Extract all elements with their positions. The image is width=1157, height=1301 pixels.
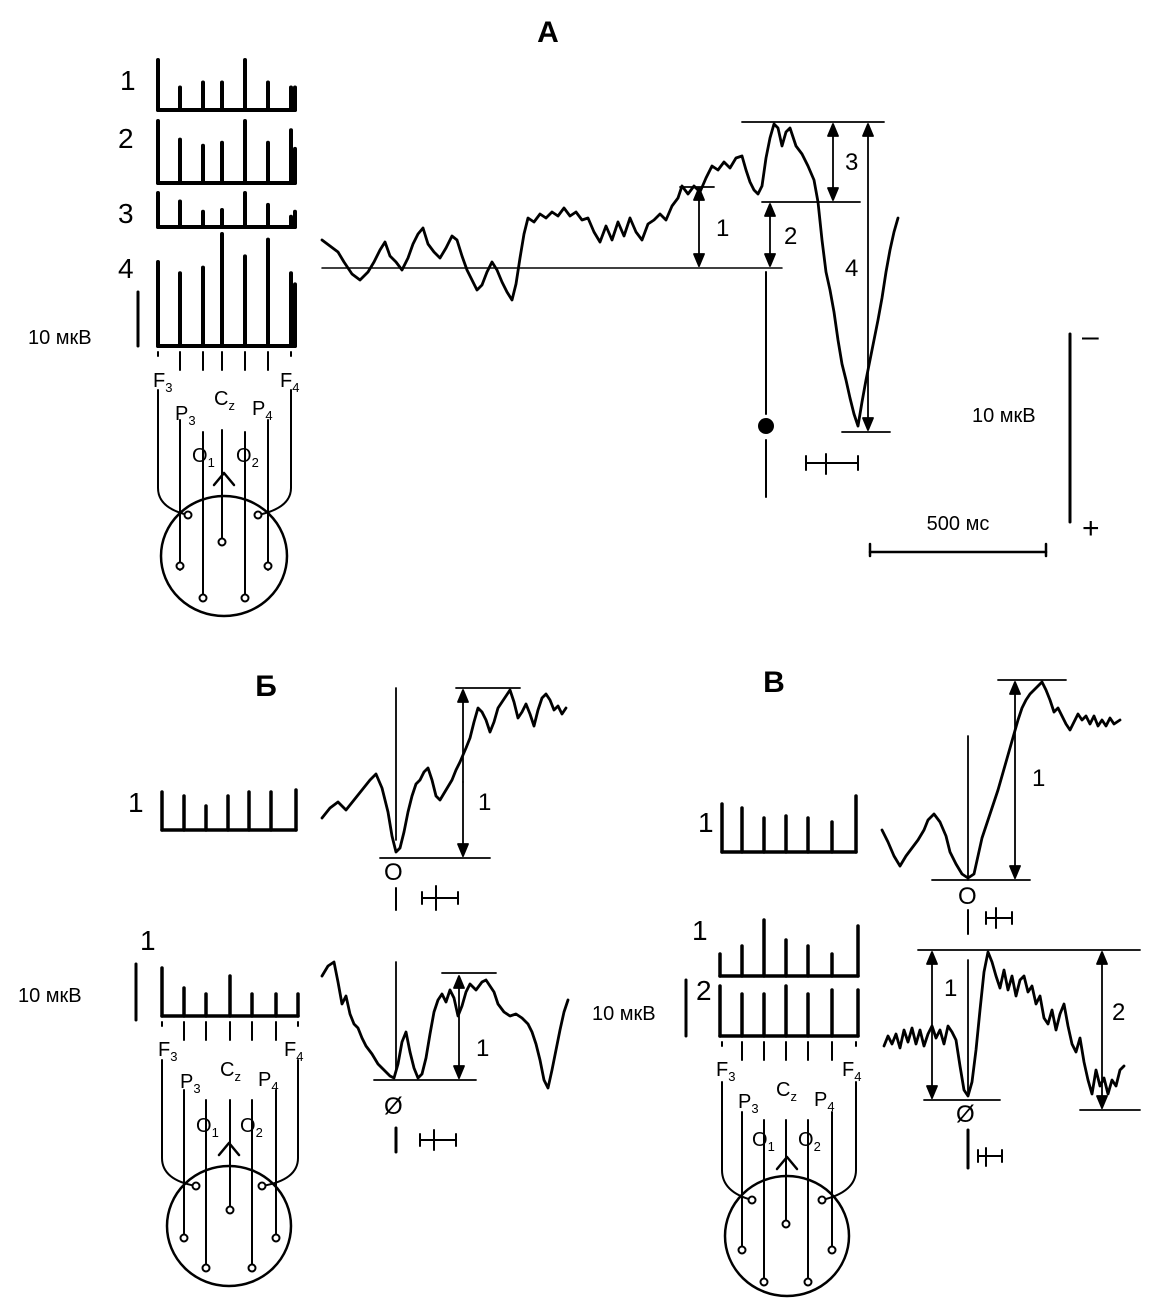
panel-b-scale-label: 10 мкВ bbox=[18, 985, 82, 1007]
panel-v-row-label-3: 2 bbox=[696, 975, 712, 1006]
panel-v-nose-icon bbox=[775, 1155, 799, 1171]
panel-b-montage: F3 F4 P3 P4 Cz O1 O2 bbox=[158, 1021, 303, 1288]
panel-b-electrode-p3: P3 bbox=[180, 1071, 201, 1096]
panel-v-electrode-p3: P3 bbox=[738, 1091, 759, 1116]
panel-a-electrode-o2: O2 bbox=[236, 445, 259, 470]
panel-v-electrode-f3: F3 bbox=[716, 1059, 735, 1084]
panel-b-electrode-f4: F4 bbox=[284, 1039, 303, 1064]
panel-v-top-component-label: 1 bbox=[1032, 765, 1045, 792]
panel-b-bottom-component-label: 1 bbox=[476, 1035, 489, 1062]
panel-a-erp-trace bbox=[320, 122, 900, 428]
panel-b: Б 1 1 10 мкВ bbox=[18, 670, 570, 1288]
panel-a-component-4: 4 bbox=[845, 255, 858, 282]
panel-b-electrode-p4: P4 bbox=[258, 1069, 279, 1094]
panel-a-component-3: 3 bbox=[845, 149, 858, 176]
panel-a-electrode-cz: Cz bbox=[214, 388, 235, 413]
panel-a-row-label-3: 3 bbox=[118, 198, 134, 229]
panel-a-component-2: 2 bbox=[784, 223, 797, 250]
panel-v-scale-label: 10 мкВ bbox=[592, 1003, 656, 1025]
panel-a-row-label-1: 1 bbox=[120, 65, 136, 96]
panel-b-top-marker: O bbox=[384, 859, 403, 886]
panel-b-row-label-2: 1 bbox=[140, 925, 156, 956]
panel-b-row-label-1: 1 bbox=[128, 787, 144, 818]
panel-v: В 1 1 2 10 мкВ bbox=[592, 666, 1141, 1298]
panel-v-bottom-trace bbox=[882, 950, 1126, 1098]
panel-a-polarity-minus: – bbox=[1082, 320, 1099, 353]
panel-b-title: Б bbox=[255, 670, 277, 703]
panel-v-montage: F3 F4 P3 P4 Cz O1 O2 bbox=[716, 1041, 861, 1298]
panel-b-electrode-o2: O2 bbox=[240, 1115, 263, 1140]
panel-b-bottom-waveform: 1 Ø bbox=[320, 960, 570, 1154]
panel-a-head-outline bbox=[159, 494, 289, 618]
panel-v-electrode-o1: O1 bbox=[752, 1129, 775, 1154]
panel-a-electrode-p4: P4 bbox=[252, 398, 273, 423]
panel-v-bar-rows bbox=[718, 794, 860, 1038]
panel-a-electrode-f4: F4 bbox=[280, 370, 299, 395]
panel-v-electrode-cz: Cz bbox=[776, 1079, 797, 1104]
panel-v-bottom-component-label-1: 1 bbox=[944, 975, 957, 1002]
panel-a-stimulus-dot bbox=[758, 418, 774, 434]
panel-a: А 1 2 3 4 10 мкВ bbox=[28, 16, 1100, 618]
panel-a-title: А bbox=[537, 16, 559, 49]
panel-v-title: В bbox=[763, 666, 785, 699]
panel-b-top-trace bbox=[320, 688, 568, 854]
panel-b-bar-rows bbox=[160, 788, 300, 1018]
panel-a-time-scale-label: 500 мс bbox=[927, 513, 990, 535]
panel-a-row-label-4: 4 bbox=[118, 253, 134, 284]
panel-b-bottom-trace bbox=[320, 960, 570, 1090]
panel-v-bottom-component-label-2: 2 bbox=[1112, 999, 1125, 1026]
panel-a-electrode-p3: P3 bbox=[175, 403, 196, 428]
panel-a-montage: F3 F4 P3 P4 Cz O1 O2 bbox=[153, 351, 299, 618]
panel-a-electrode-f3: F3 bbox=[153, 370, 172, 395]
panel-b-electrode-cz: Cz bbox=[220, 1059, 241, 1084]
panel-b-head-outline bbox=[165, 1164, 293, 1288]
panel-v-electrode-p4: P4 bbox=[814, 1089, 835, 1114]
panel-v-bottom-waveform: 1 2 Ø bbox=[882, 949, 1141, 1170]
panel-a-left-scale-label: 10 мкВ bbox=[28, 327, 92, 349]
panel-v-top-waveform: 1 O bbox=[880, 679, 1122, 935]
panel-a-bar-rows bbox=[156, 58, 297, 348]
panel-a-row-label-2: 2 bbox=[118, 123, 134, 154]
panel-a-waveform: 1 2 3 4 bbox=[320, 121, 900, 498]
panel-a-nose-icon bbox=[212, 471, 236, 487]
panel-a-polarity-plus: + bbox=[1082, 512, 1100, 545]
panel-v-bottom-marker: Ø bbox=[956, 1101, 975, 1128]
panel-v-head-outline bbox=[723, 1174, 851, 1298]
panel-v-row-label-2: 1 bbox=[692, 915, 708, 946]
panel-v-top-trace bbox=[880, 680, 1122, 880]
panel-b-nose-icon bbox=[217, 1141, 241, 1157]
panel-v-top-marker: O bbox=[958, 883, 977, 910]
panel-a-electrode-o1: O1 bbox=[192, 445, 215, 470]
panel-b-bottom-marker: Ø bbox=[384, 1093, 403, 1120]
panel-b-top-component-label: 1 bbox=[478, 789, 491, 816]
panel-b-electrode-f3: F3 bbox=[158, 1039, 177, 1064]
panel-v-electrode-o2: O2 bbox=[798, 1129, 821, 1154]
panel-a-component-1: 1 bbox=[716, 215, 729, 242]
panel-b-top-waveform: 1 O bbox=[320, 687, 568, 911]
panel-b-electrode-o1: O1 bbox=[196, 1115, 219, 1140]
panel-a-right-scale: – + 10 мкВ 500 мс bbox=[868, 320, 1100, 558]
panel-v-electrode-f4: F4 bbox=[842, 1059, 861, 1084]
panel-v-row-label-1: 1 bbox=[698, 807, 714, 838]
panel-a-right-scale-label: 10 мкВ bbox=[972, 405, 1036, 427]
